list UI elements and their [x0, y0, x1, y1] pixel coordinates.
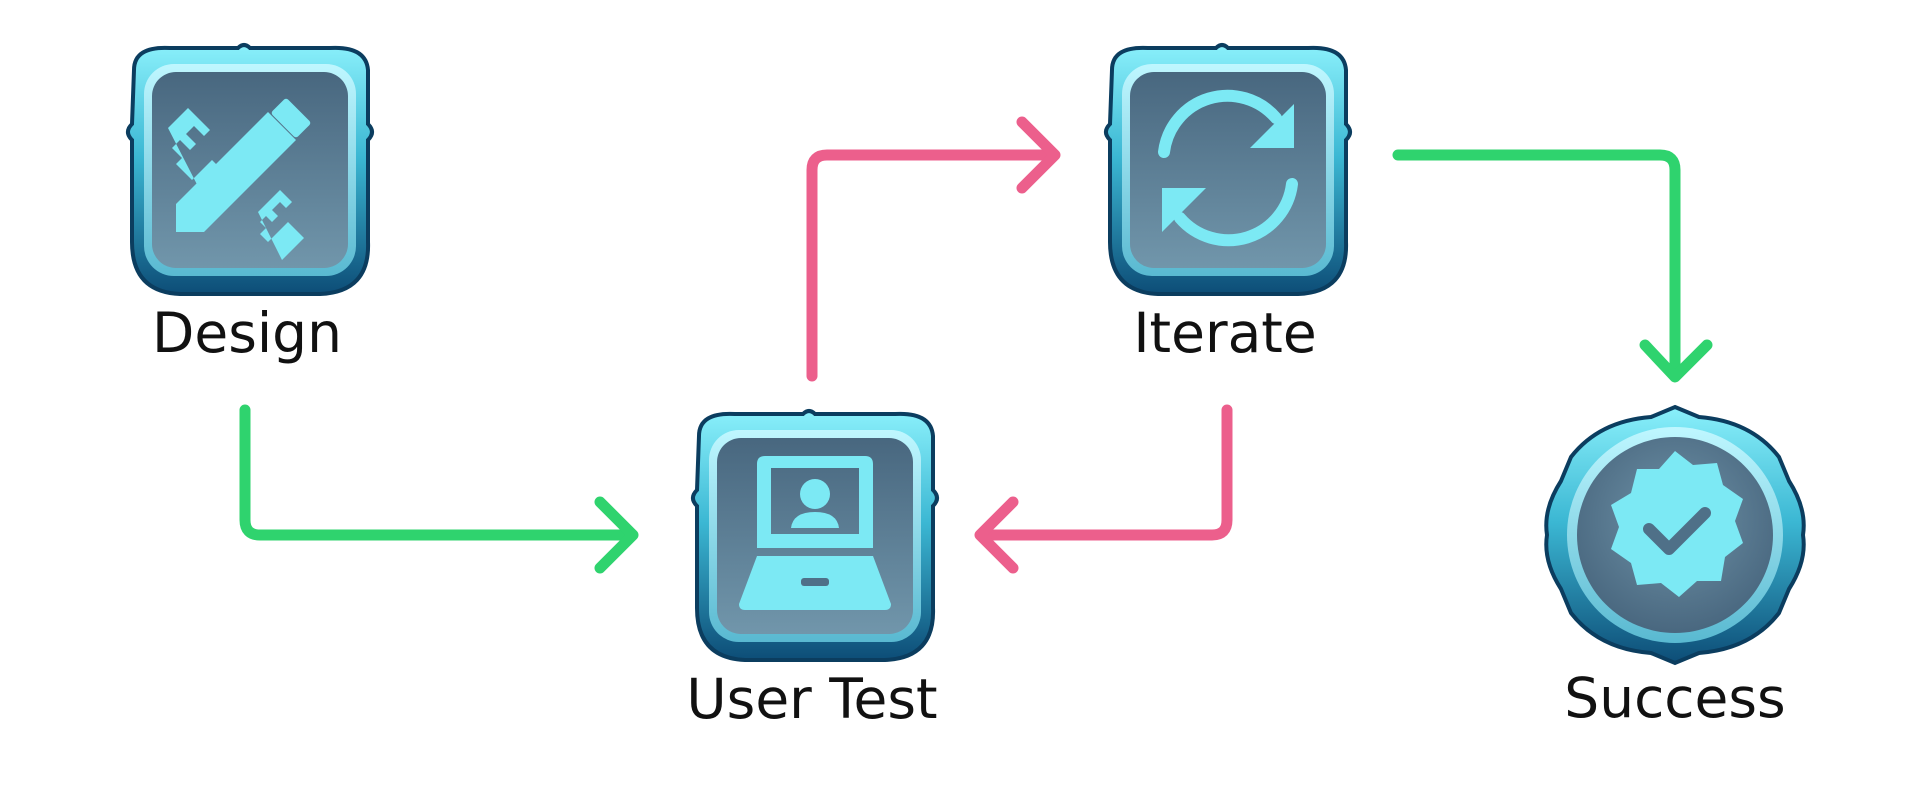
arrowhead: [1639, 339, 1713, 383]
node-design[interactable]: Design: [126, 43, 374, 365]
connector-iterate-to-success: [1392, 149, 1713, 383]
connector-design-to-user-test: [239, 404, 639, 574]
verified-badge-icon: [1611, 451, 1743, 597]
node-label: User Test: [686, 667, 937, 731]
connector-iterate-to-user-test: [974, 404, 1233, 574]
node-label: Design: [152, 301, 342, 365]
connector-user-test-to-iterate: [806, 116, 1061, 382]
node-label: Success: [1564, 666, 1785, 730]
tile-frame: [1104, 43, 1352, 296]
arrowhead: [1016, 116, 1061, 194]
node-success[interactable]: Success: [1544, 404, 1806, 730]
badge-frame: [1544, 404, 1806, 666]
node-user-test[interactable]: User Test: [686, 409, 939, 731]
arrowhead: [974, 496, 1019, 574]
pencil-ruler-icon: [168, 98, 311, 260]
node-label: Iterate: [1133, 301, 1316, 365]
refresh-cycle-icon: [1158, 89, 1298, 247]
laptop-user-icon: [739, 456, 891, 610]
node-iterate[interactable]: Iterate: [1104, 43, 1352, 365]
arrowhead: [594, 496, 639, 574]
